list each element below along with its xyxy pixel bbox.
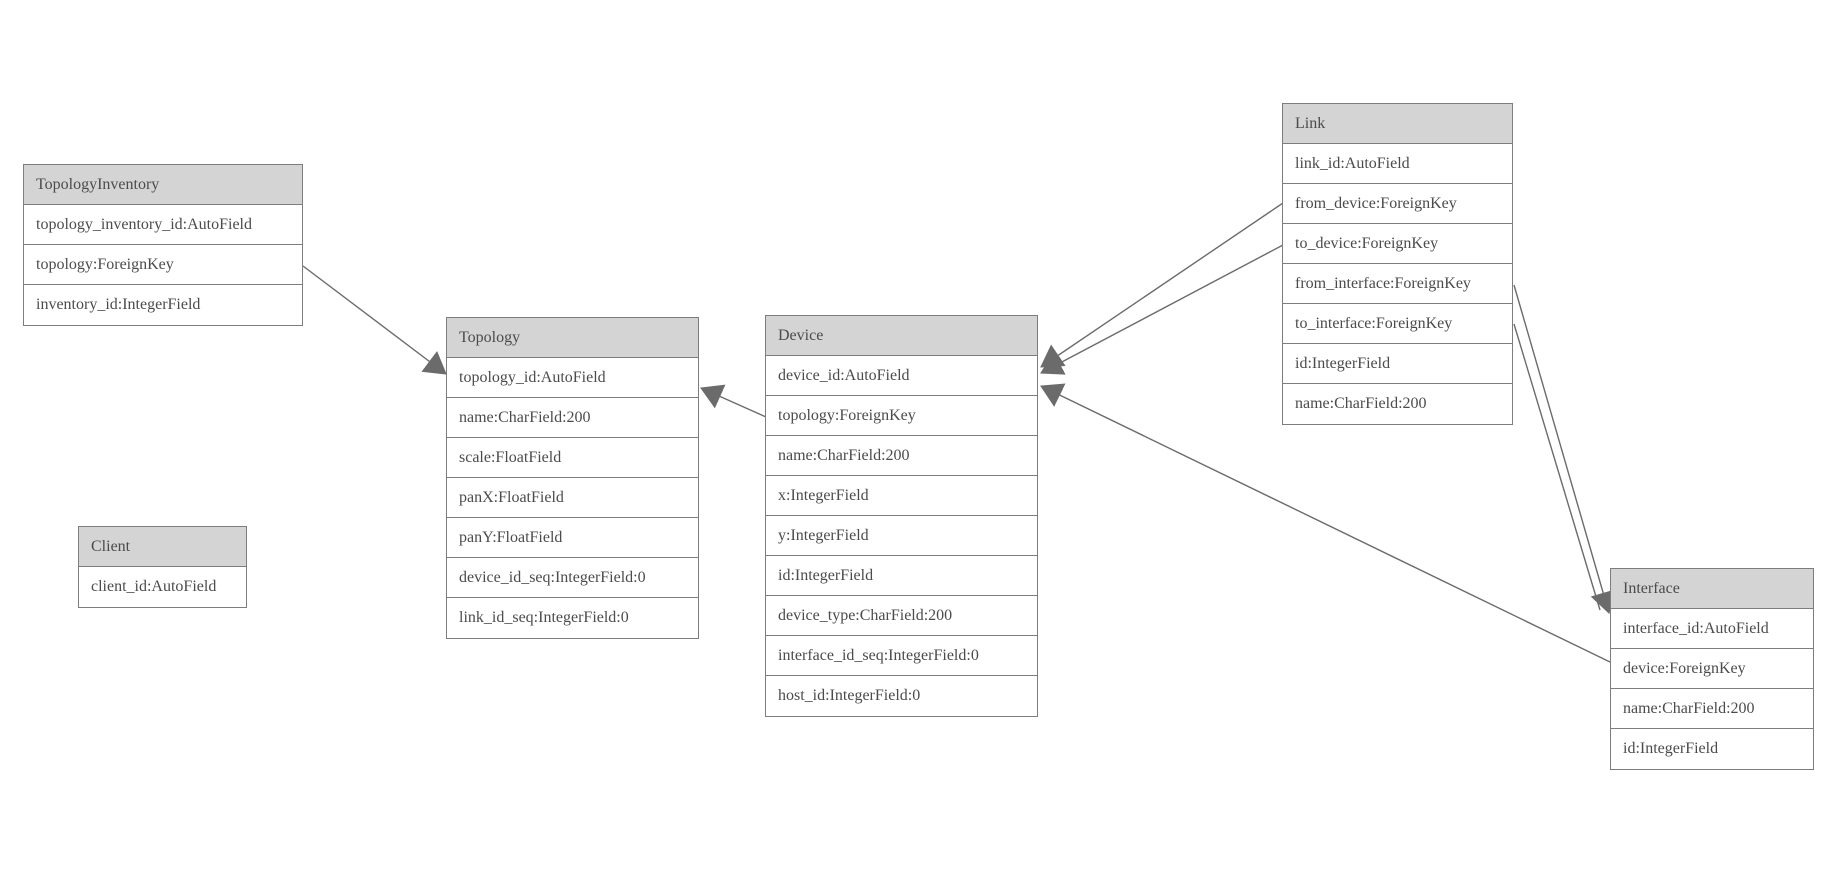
edge-link-from_interface-to-interface xyxy=(1513,284,1616,614)
entity-field-row: name:CharField:200 xyxy=(766,436,1037,476)
entity-field-row: interface_id:AutoField xyxy=(1611,609,1813,649)
entity-field-row: to_device:ForeignKey xyxy=(1283,224,1512,264)
entity-title-interface: Interface xyxy=(1611,569,1813,609)
entity-field-row: panX:FloatField xyxy=(447,478,698,518)
entity-field-row: id:IntegerField xyxy=(766,556,1037,596)
entity-field-row: name:CharField:200 xyxy=(1611,689,1813,729)
entity-field-row: device_id_seq:IntegerField:0 xyxy=(447,558,698,598)
entity-field-row: id:IntegerField xyxy=(1283,344,1512,384)
entity-field-row: to_interface:ForeignKey xyxy=(1283,304,1512,344)
entity-title-link: Link xyxy=(1283,104,1512,144)
edge-topologyinventory-topology-to-topology xyxy=(302,265,447,375)
entity-field-row: topology:ForeignKey xyxy=(24,245,302,285)
entity-field-row: host_id:IntegerField:0 xyxy=(766,676,1037,716)
entity-field-row: link_id_seq:IntegerField:0 xyxy=(447,598,698,638)
entity-title-topologyinventory: TopologyInventory xyxy=(24,165,302,205)
entity-field-row: client_id:AutoField xyxy=(79,567,246,607)
edge-link-to_interface-to-interface xyxy=(1513,323,1601,611)
edge-interface-device-to-device xyxy=(1040,383,1611,663)
entity-title-client: Client xyxy=(79,527,246,567)
entity-field-row: device_type:CharField:200 xyxy=(766,596,1037,636)
entity-field-row: link_id:AutoField xyxy=(1283,144,1512,184)
entity-field-row: x:IntegerField xyxy=(766,476,1037,516)
edge-device-topology-to-topology xyxy=(700,384,767,418)
entity-field-row: name:CharField:200 xyxy=(1283,384,1512,424)
entity-field-row: topology_inventory_id:AutoField xyxy=(24,205,302,245)
entity-field-row: y:IntegerField xyxy=(766,516,1037,556)
entity-field-row: scale:FloatField xyxy=(447,438,698,478)
edge-link-to_device-to-device xyxy=(1040,244,1284,375)
entity-field-row: topology_id:AutoField xyxy=(447,358,698,398)
entity-field-row: from_interface:ForeignKey xyxy=(1283,264,1512,304)
entity-title-device: Device xyxy=(766,316,1037,356)
entity-field-row: from_device:ForeignKey xyxy=(1283,184,1512,224)
entity-field-row: inventory_id:IntegerField xyxy=(24,285,302,325)
entity-field-row: id:IntegerField xyxy=(1611,729,1813,769)
entity-field-row: name:CharField:200 xyxy=(447,398,698,438)
edge-link-from_device-to-device xyxy=(1040,202,1284,368)
entity-field-row: device_id:AutoField xyxy=(766,356,1037,396)
entity-field-row: interface_id_seq:IntegerField:0 xyxy=(766,636,1037,676)
entity-field-row: panY:FloatField xyxy=(447,518,698,558)
entity-field-row: topology:ForeignKey xyxy=(766,396,1037,436)
entity-title-topology: Topology xyxy=(447,318,698,358)
entity-field-row: device:ForeignKey xyxy=(1611,649,1813,689)
